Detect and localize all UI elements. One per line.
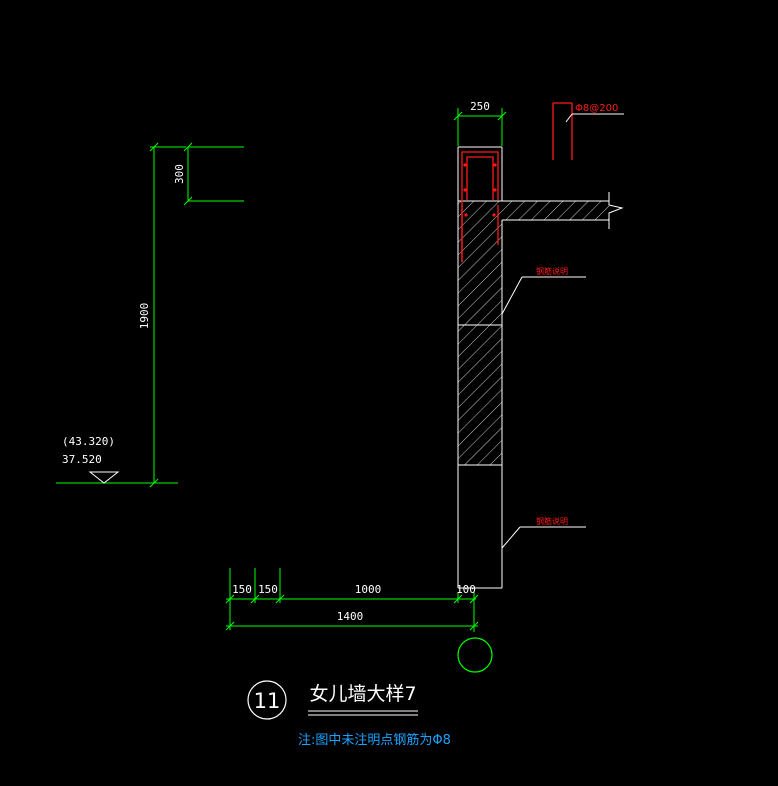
rebar-spec-label: Φ8@200: [575, 103, 618, 114]
rebar-leader-label-2: 钢筋说明: [536, 516, 568, 526]
triangle-icon: [88, 471, 120, 484]
circle-icon: [457, 637, 493, 673]
detail-note: 注:图中未注明点钢筋为Φ8: [298, 732, 451, 748]
dim-150-b: 150: [258, 583, 278, 596]
detail-title: 女儿墙大样7: [309, 683, 416, 705]
rebar: [461, 102, 573, 262]
dim-total-height: 1900: [138, 303, 151, 330]
elevation-lower: 37.520: [62, 453, 102, 466]
dim-1400: 1400: [337, 610, 364, 623]
detail-number: 11: [254, 689, 281, 713]
rebar-leader-lines: [501, 113, 624, 549]
rebar-leader-label-1: 钢筋说明: [536, 266, 568, 276]
detail-number-circle: [247, 680, 287, 720]
wall-section: [457, 146, 624, 589]
dim-100: 100: [456, 583, 476, 596]
dim-150-a: 150: [232, 583, 252, 596]
dimension-lines: [56, 108, 507, 632]
break-line-icon: [608, 192, 624, 229]
elevation-upper: (43.320): [62, 435, 115, 448]
dim-wall-width: 250: [470, 100, 490, 113]
dim-top-segment: 300: [173, 164, 186, 184]
title-block: [247, 680, 418, 720]
dim-1000: 1000: [355, 583, 382, 596]
